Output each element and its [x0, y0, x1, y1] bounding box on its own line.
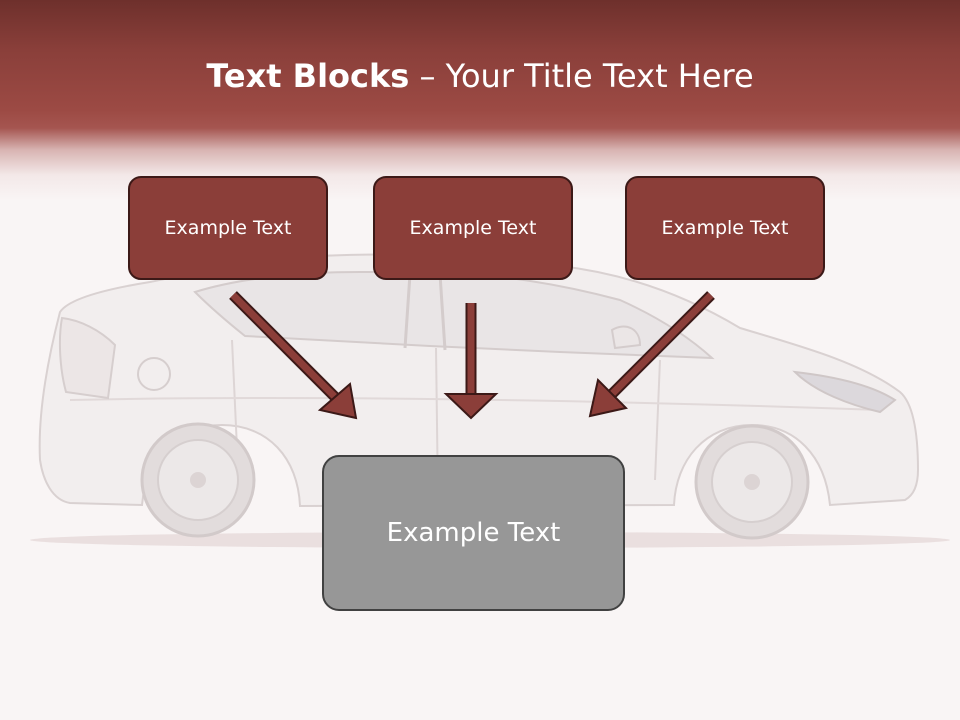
arrow-left — [229, 291, 358, 420]
text-block-left-label: Example Text — [164, 217, 292, 239]
text-block-bottom: Example Text — [322, 455, 625, 611]
header-band — [0, 0, 960, 200]
title-bold-part: Text Blocks — [206, 57, 410, 95]
arrow-right — [588, 291, 715, 418]
text-block-right: Example Text — [625, 176, 825, 280]
page-title: Text Blocks – Your Title Text Here — [0, 52, 960, 100]
text-block-bottom-label: Example Text — [386, 518, 561, 548]
text-block-middle-label: Example Text — [409, 217, 537, 239]
arrow-middle — [443, 303, 499, 420]
text-block-right-label: Example Text — [661, 217, 789, 239]
title-rest-part: – Your Title Text Here — [409, 57, 754, 95]
text-block-middle: Example Text — [373, 176, 573, 280]
text-block-left: Example Text — [128, 176, 328, 280]
